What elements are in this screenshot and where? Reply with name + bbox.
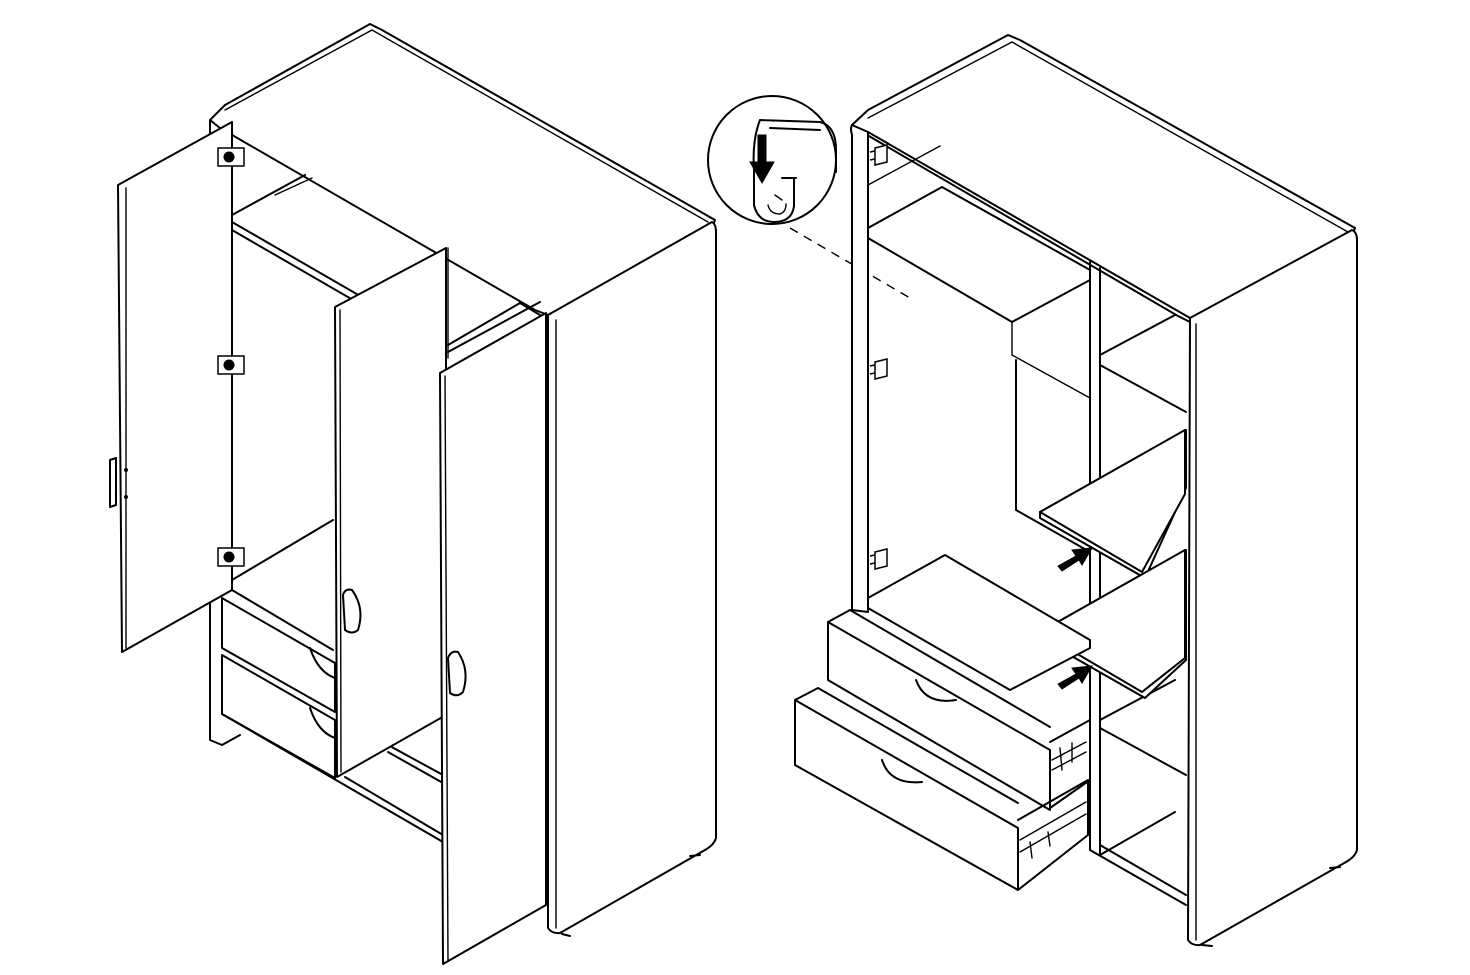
hinge-plate-icon [869,548,888,570]
right-door-edge [444,375,449,961]
right-door-handle [447,650,467,697]
left-door-open [117,121,233,653]
right-base [1089,811,1187,906]
detail-callout [707,95,911,299]
insert-shelf-upper-top [1039,429,1186,573]
right-drawer-bay-shelf [867,554,1091,691]
insert-shelf-lower-top [1039,549,1186,693]
middle-door-open [334,247,447,778]
right-interior-back [1015,359,1091,553]
left-shelf-back [274,177,313,196]
left-lower-shelf [231,519,334,651]
left-door-handle [109,457,117,508]
right-drawer-lower-body [794,687,1089,891]
middle-door-edge [339,309,342,773]
right-vertical-divider [1089,261,1101,856]
wardrobe-left-view [109,23,717,965]
down-arrow-icon [749,134,775,185]
left-top-panel-edge [224,29,709,223]
right-drawer-upper-front [827,621,1051,811]
left-door-screw-1 [124,468,128,472]
left-drawer-upper-handle [309,647,336,679]
insert-arrow-icon-upper [1057,547,1093,572]
right-drawer-upper-handle [915,679,957,702]
right-left-side-panel [850,124,869,613]
insert-arrow-icon-lower [1057,665,1093,690]
left-door-screw-2 [124,495,128,499]
right-compartment-shelf-upper [1099,314,1187,413]
hinge-pin-icon [223,359,235,371]
right-top-shelf-back [867,145,1091,399]
right-drawer-upper-body [827,609,1091,809]
left-drawer-lower-handle [309,707,336,739]
right-drawer-upper-runner [1051,741,1087,771]
left-feet [561,854,701,937]
wardrobe-right-view [794,34,1358,947]
hinge-pin-icon [223,551,235,563]
left-bottom-plinth [221,713,444,843]
left-right-side-panel [547,221,717,935]
detail-circle [707,95,837,225]
hinge-pin-icon [223,151,235,163]
right-door-open [439,312,547,965]
right-right-side-panel [1187,229,1358,947]
right-hinge-plates [869,144,888,570]
detail-rail-bracket [752,119,837,223]
left-right-shelf [447,301,541,353]
hinge-plate-icon [869,358,888,380]
left-drawer-lower [221,654,336,779]
right-drawer-lower-runner [1019,801,1087,859]
detail-rail-detail [767,194,787,215]
right-compartment-shelf-lower [1099,679,1187,776]
right-feet [1201,866,1341,947]
hinge-plate-icon [869,144,888,166]
detail-leader-line [789,227,911,299]
right-top-panel-edge [867,41,1349,233]
left-door-hinges [217,147,245,567]
right-drawer-lower-handle [881,759,923,784]
right-left-side-inner [867,131,1191,319]
left-drawer-upper [221,597,336,713]
middle-door-handle [342,588,362,634]
